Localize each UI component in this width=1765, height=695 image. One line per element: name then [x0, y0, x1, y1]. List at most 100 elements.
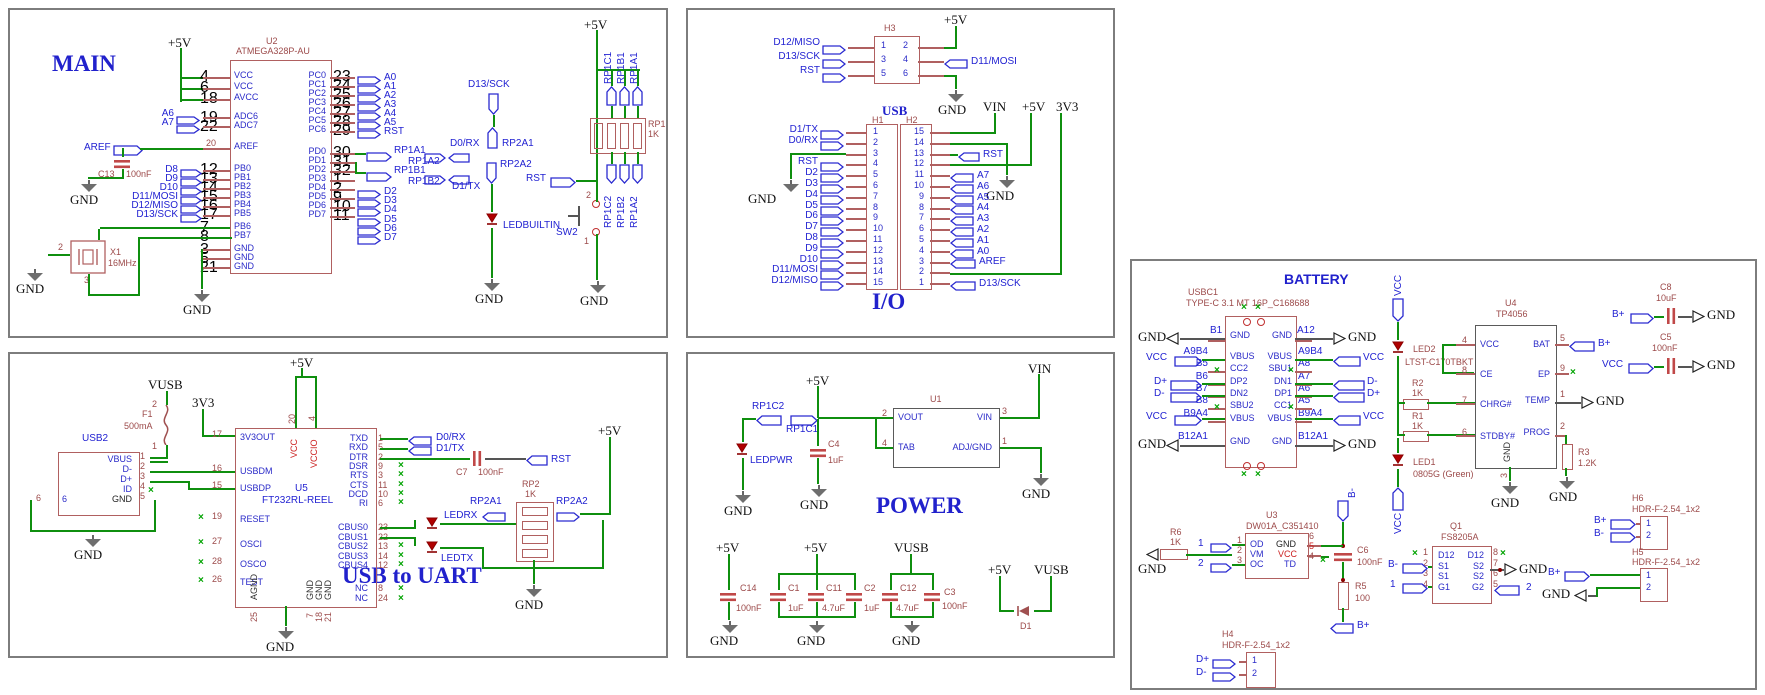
gnd-flag[interactable]: [1333, 439, 1347, 457]
usb2-connector[interactable]: [58, 452, 140, 516]
rp2-pack[interactable]: [516, 502, 554, 562]
capacitor-icon[interactable]: [470, 451, 484, 471]
resistor-icon[interactable]: [522, 535, 548, 544]
led-icon[interactable]: [1390, 453, 1406, 473]
net-flag[interactable]: [180, 192, 203, 210]
net-flag[interactable]: [447, 150, 470, 168]
net-flag[interactable]: [949, 213, 974, 231]
capacitor-icon[interactable]: [1334, 550, 1352, 568]
net-flag[interactable]: [357, 204, 382, 222]
net-flag[interactable]: [176, 112, 201, 130]
net-flag[interactable]: [180, 183, 203, 201]
net-flag[interactable]: [820, 246, 845, 264]
net-flag[interactable]: [949, 192, 974, 210]
net-flag[interactable]: [424, 150, 447, 168]
net-flag[interactable]: [357, 90, 382, 108]
net-flag[interactable]: [822, 70, 847, 88]
net-flag[interactable]: [357, 72, 382, 90]
resistor-icon[interactable]: [607, 123, 616, 149]
net-flag[interactable]: [1212, 656, 1237, 674]
h1-connector[interactable]: [866, 124, 898, 290]
net-flag[interactable]: [949, 202, 974, 220]
net-flag[interactable]: [1610, 517, 1636, 535]
d1-diode[interactable]: [1014, 604, 1034, 623]
net-flag[interactable]: [1610, 530, 1636, 548]
net-flag[interactable]: [176, 121, 201, 139]
net-flag[interactable]: [486, 162, 497, 189]
net-flag[interactable]: [1212, 669, 1237, 687]
h5-header[interactable]: [1640, 568, 1668, 602]
net-flag[interactable]: [1337, 500, 1349, 527]
gnd-flag[interactable]: [1581, 396, 1595, 414]
net-flag[interactable]: [1333, 390, 1365, 408]
gnd-flag[interactable]: [1145, 548, 1159, 566]
net-flag[interactable]: [1630, 311, 1654, 329]
capacitor-icon[interactable]: [924, 590, 940, 608]
net-flag[interactable]: [1174, 354, 1202, 372]
q1-fs8205a[interactable]: [1432, 546, 1492, 604]
resistor-icon[interactable]: [620, 123, 629, 149]
net-flag[interactable]: [366, 169, 393, 187]
u4-tp4056[interactable]: [1475, 325, 1557, 469]
net-flag[interactable]: [1628, 361, 1654, 379]
pin-dot[interactable]: [1243, 318, 1251, 326]
net-flag[interactable]: [1333, 378, 1365, 396]
capacitor-icon[interactable]: [846, 590, 862, 608]
capacitor-icon[interactable]: [882, 590, 898, 608]
capacitor-icon[interactable]: [810, 446, 826, 464]
net-flag[interactable]: [1333, 354, 1361, 372]
gnd-flag[interactable]: [1165, 332, 1179, 350]
resistor-icon[interactable]: [1403, 399, 1429, 410]
net-flag[interactable]: [943, 56, 968, 74]
capacitor-icon[interactable]: [720, 590, 736, 608]
net-flag[interactable]: [756, 413, 782, 431]
resistor-icon[interactable]: [1338, 582, 1349, 610]
net-flag[interactable]: [949, 181, 974, 199]
net-flag[interactable]: [526, 453, 548, 471]
gnd-flag[interactable]: [1573, 589, 1587, 607]
net-flag[interactable]: [424, 172, 447, 190]
rp1-pack[interactable]: [590, 118, 646, 154]
net-flag[interactable]: [550, 175, 576, 193]
net-flag[interactable]: [1330, 621, 1354, 639]
net-flag[interactable]: [487, 127, 498, 154]
resistor-icon[interactable]: [1160, 549, 1188, 560]
pin-dot[interactable]: [1257, 462, 1265, 470]
net-flag[interactable]: [1494, 583, 1520, 601]
led-icon[interactable]: [424, 540, 440, 560]
led-icon[interactable]: [484, 212, 500, 232]
net-flag[interactable]: [820, 267, 845, 285]
resistor-icon[interactable]: [522, 521, 548, 530]
capacitor-icon[interactable]: [114, 157, 130, 175]
net-flag[interactable]: [820, 235, 845, 253]
resistor-icon[interactable]: [594, 123, 603, 149]
resistor-icon[interactable]: [1403, 431, 1429, 442]
net-flag[interactable]: [949, 278, 976, 296]
net-flag[interactable]: [357, 214, 382, 232]
net-flag[interactable]: [180, 201, 203, 219]
net-flag[interactable]: [357, 223, 382, 241]
h6-header[interactable]: [1640, 516, 1668, 550]
net-flag[interactable]: [820, 213, 845, 231]
net-flag[interactable]: [1564, 569, 1590, 587]
net-flag[interactable]: [357, 99, 382, 117]
gnd-flag[interactable]: [1333, 332, 1347, 350]
net-flag[interactable]: [1210, 540, 1233, 558]
net-flag[interactable]: [820, 138, 845, 156]
net-flag[interactable]: [820, 224, 845, 242]
net-flag[interactable]: [820, 192, 845, 210]
gnd-flag[interactable]: [1692, 310, 1706, 328]
net-flag[interactable]: [632, 86, 643, 111]
net-flag[interactable]: [820, 203, 845, 221]
net-flag[interactable]: [481, 509, 506, 527]
net-flag[interactable]: [820, 278, 845, 296]
gnd-flag[interactable]: [1504, 563, 1518, 581]
net-flag[interactable]: [407, 443, 432, 461]
net-flag[interactable]: [366, 149, 393, 167]
gnd-flag[interactable]: [1692, 360, 1706, 378]
net-flag[interactable]: [407, 433, 432, 451]
capacitor-icon[interactable]: [808, 590, 824, 608]
net-flag[interactable]: [619, 164, 630, 189]
net-flag[interactable]: [619, 86, 630, 111]
net-flag[interactable]: [1333, 413, 1361, 431]
